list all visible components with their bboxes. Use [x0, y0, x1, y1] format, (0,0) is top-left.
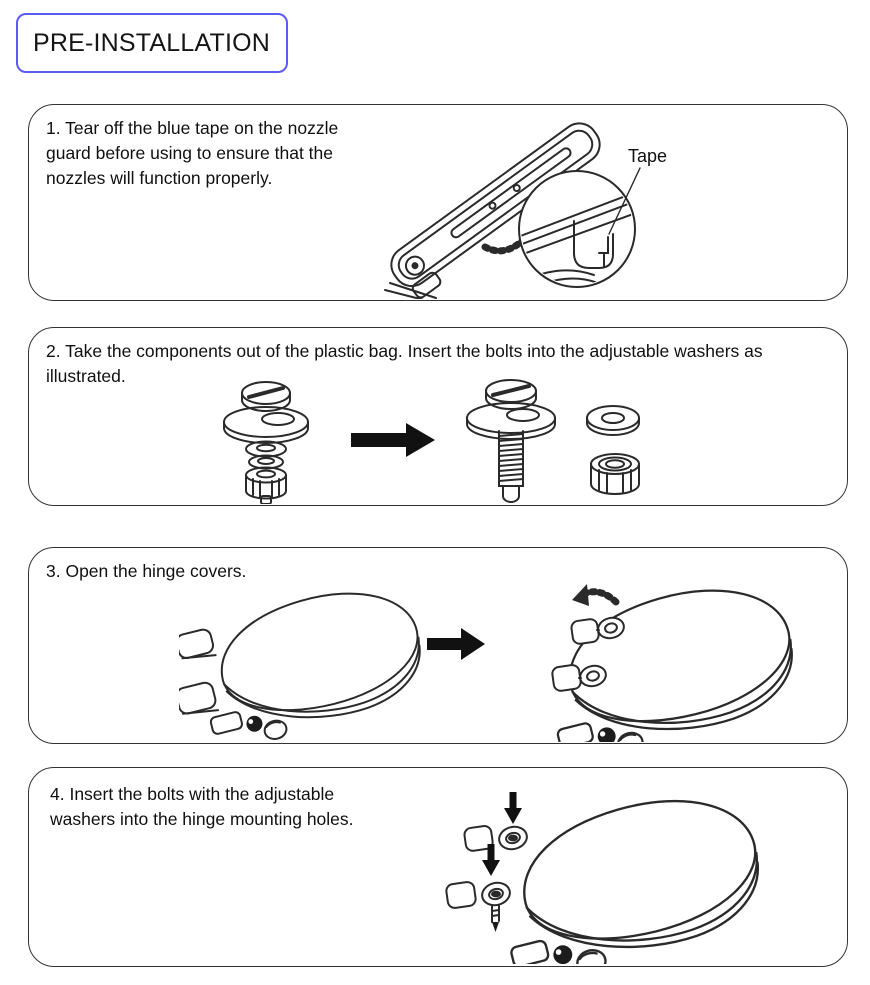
adjustable-washer	[586, 405, 640, 436]
nozzle-tape-illustration: Tape	[384, 122, 667, 299]
step-3-panel: 3. Open the hinge covers.	[28, 547, 848, 744]
hinge-cover-tab-bottom	[179, 681, 220, 715]
open-hinge-cover-bottom	[551, 664, 607, 692]
bolt-washer-illustration	[223, 379, 640, 504]
tape-callout: Tape	[608, 146, 667, 235]
step-3-text: 3. Open the hinge covers.	[46, 559, 246, 584]
bolt-insertion-illustration	[445, 792, 760, 964]
open-hinge-cover-bottom	[445, 881, 511, 909]
step-1-text: 1. Tear off the blue tape on the nozzle …	[46, 116, 338, 191]
step-1-panel: 1. Tear off the blue tape on the nozzle …	[28, 104, 848, 301]
step-4-text: 4. Insert the bolts with the adjustable …	[50, 782, 354, 832]
hinge-cover-tab-top	[179, 628, 217, 660]
tape-detail-magnifier	[518, 170, 636, 288]
step-1-line-1: 1. Tear off the blue tape on the nozzle	[46, 118, 339, 138]
page-title-label: PRE-INSTALLATION	[33, 28, 271, 57]
nozzle-tip	[411, 271, 442, 299]
side-knob	[263, 719, 288, 740]
seat-covers-open	[510, 799, 760, 964]
step-2-panel: 2. Take the components out of the plasti…	[28, 327, 848, 506]
next-arrow	[351, 423, 435, 457]
exploded-bolt-assembly	[223, 381, 309, 504]
step-4-panel: 4. Insert the bolts with the adjustable …	[28, 767, 848, 967]
tape-flap	[573, 220, 614, 269]
open-hinge-cover-top	[463, 825, 528, 852]
insert-arrow-bottom	[482, 844, 500, 876]
step-2-text: 2. Take the components out of the plasti…	[46, 339, 763, 389]
seat-covers-closed	[179, 592, 421, 740]
hinge-post	[209, 711, 243, 735]
next-arrow	[427, 628, 485, 660]
step-4-line-1: 4. Insert the bolts with the adjustable	[50, 784, 335, 804]
expansion-nut	[590, 453, 640, 495]
step-4-line-2: washers into the hinge mounting holes.	[50, 809, 354, 829]
hinge-covers-illustration	[179, 584, 793, 742]
tape-callout-label: Tape	[628, 146, 667, 166]
insert-arrow-top	[504, 792, 522, 824]
step-1-line-3: nozzles will function properly.	[46, 168, 273, 188]
seat-covers-open	[556, 589, 793, 742]
step-1-line-2: guard before using to ensure that the	[46, 143, 334, 163]
assembled-bolt	[466, 379, 556, 503]
page-title: PRE-INSTALLATION	[16, 13, 289, 73]
step-2-line-2: illustrated.	[46, 366, 126, 386]
open-direction-arrow	[572, 584, 620, 606]
step-2-line-1: 2. Take the components out of the plasti…	[46, 341, 763, 361]
open-hinge-cover-top	[570, 616, 625, 645]
step-3-line-1: 3. Open the hinge covers.	[46, 561, 247, 581]
inserted-bolt-shaft	[491, 904, 500, 932]
